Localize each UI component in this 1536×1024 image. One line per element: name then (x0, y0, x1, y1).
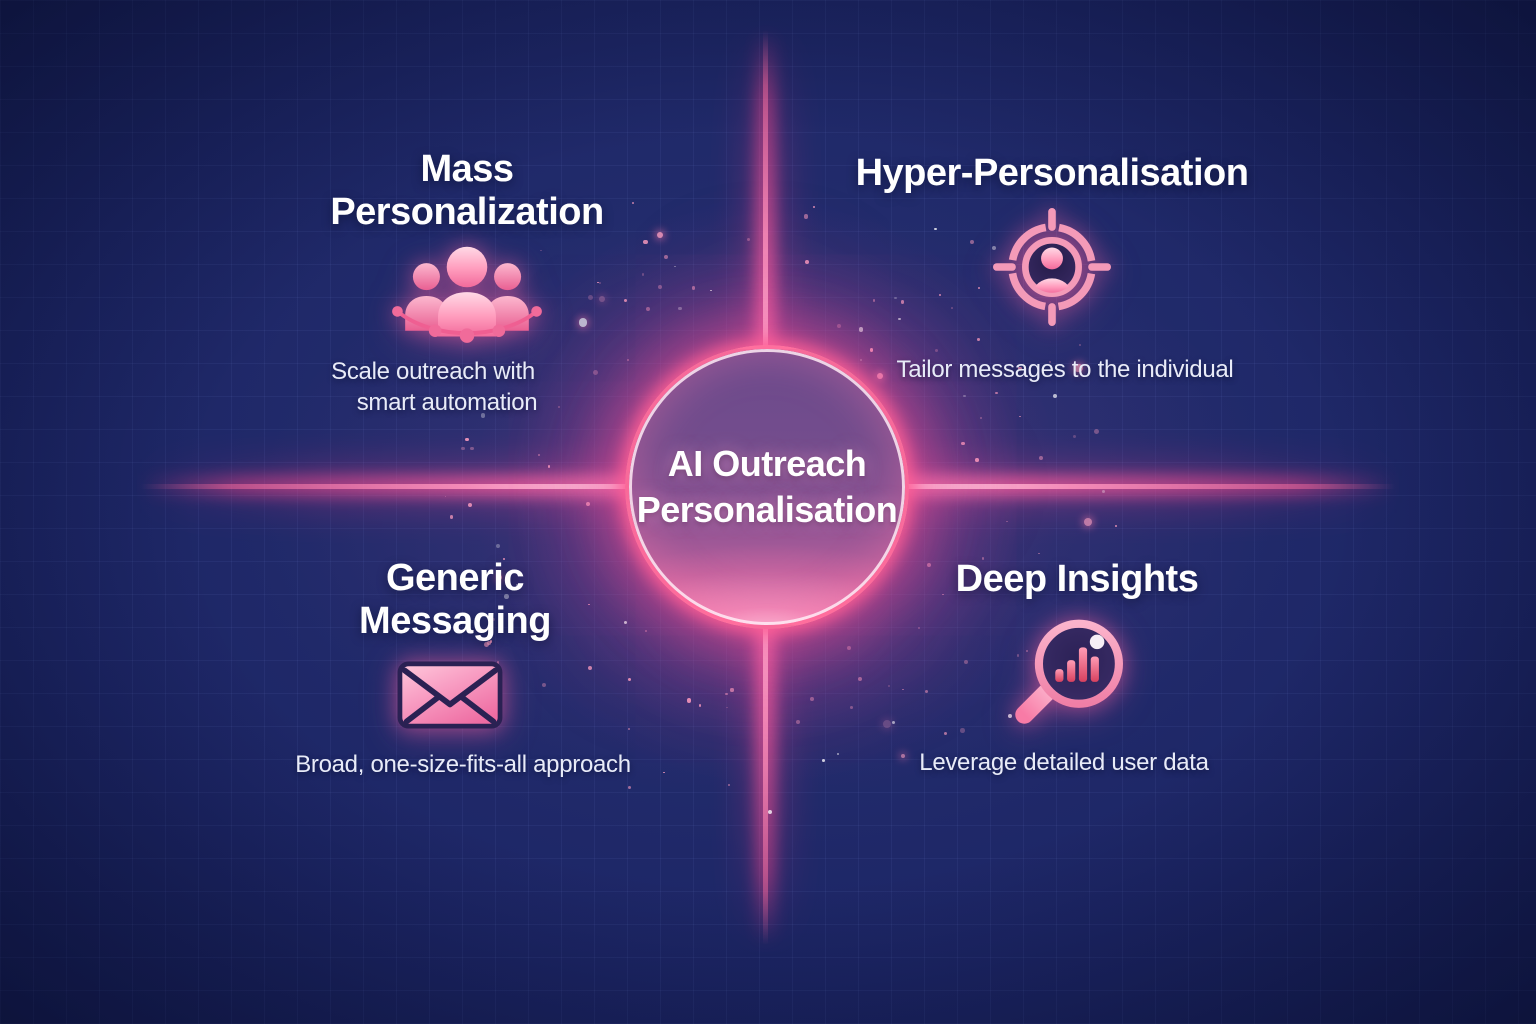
title-line: Personalization (330, 191, 604, 233)
generic-messaging-caption: Broad, one-size-fits-all approach (295, 751, 631, 778)
quadrant-mass-personalization: Mass Personalization (267, 148, 667, 418)
title-line: Mass (420, 148, 514, 190)
envelope-icon (397, 661, 503, 729)
generic-messaging-title: Generic Messaging (359, 557, 551, 643)
center-title-line2: Personalisation (636, 489, 898, 530)
center-node: AI Outreach Personalisation (625, 345, 909, 629)
people-network-icon (392, 246, 542, 343)
hyper-personalisation-caption: Tailor messages to the individual (896, 356, 1234, 383)
mass-personalization-title: Mass Personalization (330, 148, 604, 234)
title-line: Generic (385, 557, 525, 599)
mass-personalization-caption: Scale outreach with smart automation (331, 356, 537, 418)
deep-insights-title: Deep Insights (955, 558, 1199, 600)
quadrant-hyper-personalisation: Hyper-Personalisation Tailor me (832, 152, 1272, 385)
title-line: Messaging (359, 600, 551, 642)
hyper-personalisation-title: Hyper-Personalisation (855, 152, 1249, 194)
caption-line: smart automation (356, 389, 538, 416)
quadrant-deep-insights: Deep Insights (877, 558, 1277, 778)
target-person-icon (993, 208, 1111, 326)
center-title: AI Outreach Personalisation (637, 441, 898, 533)
quadrant-generic-messaging: Generic Messaging Broad, one-size-fits-a… (255, 557, 655, 780)
caption-line: Scale outreach with (331, 358, 535, 385)
magnifier-chart-icon (1015, 619, 1123, 724)
center-title-line1: AI Outreach (667, 443, 867, 484)
deep-insights-caption: Leverage detailed user data (919, 749, 1209, 776)
